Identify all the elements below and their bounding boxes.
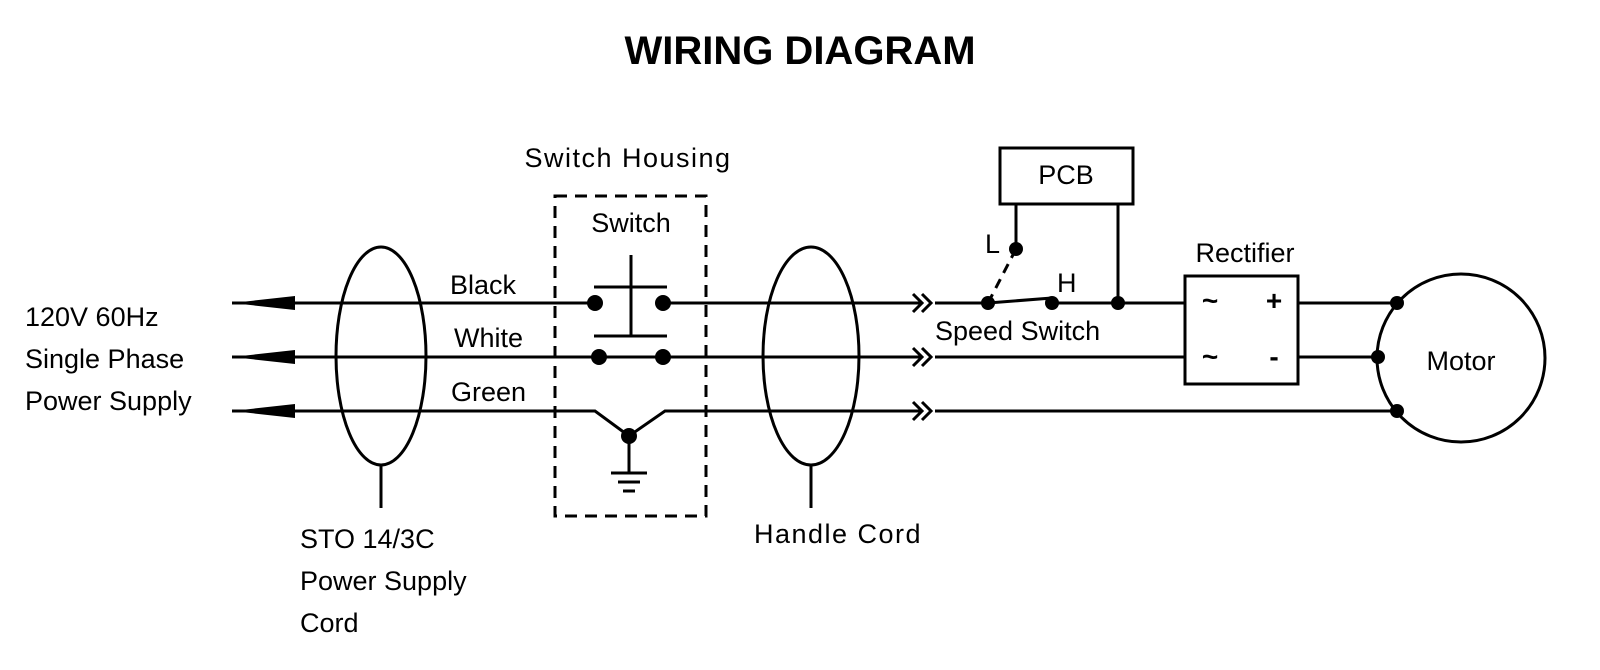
speed-switch: L H Speed Switch	[935, 229, 1125, 346]
white-wire-label: White	[454, 323, 523, 353]
power-supply-label: 120V 60Hz Single Phase Power Supply	[25, 302, 192, 416]
connector-icons	[911, 292, 934, 422]
power-supply-line-2: Single Phase	[25, 344, 184, 374]
supply-cord-line-2: Power Supply	[300, 566, 467, 596]
handle-cord-symbol	[761, 245, 861, 508]
ground-icon	[611, 428, 647, 493]
supply-cord-symbol	[334, 245, 428, 508]
switch-housing-label: Switch Housing	[524, 143, 731, 173]
green-wire-label: Green	[451, 377, 526, 407]
motor-label: Motor	[1426, 346, 1495, 376]
pcb-box	[998, 146, 1135, 206]
rectifier-ac-terminal-1: ~	[1202, 285, 1218, 316]
switch-housing-box	[553, 194, 708, 518]
power-supply-line-1: 120V 60Hz	[25, 302, 159, 332]
handle-cord-label: Handle Cord	[754, 519, 922, 549]
speed-high-label: H	[1057, 268, 1077, 298]
pcb-block: PCB	[998, 146, 1135, 303]
switch-housing: Switch Housing Switch	[524, 143, 731, 518]
switch-label: Switch	[591, 208, 671, 238]
speed-low-label: L	[985, 229, 1000, 259]
speed-switch-label: Speed Switch	[935, 316, 1100, 346]
motor: Motor	[1371, 272, 1547, 444]
rectifier-plus-terminal: +	[1266, 285, 1282, 316]
supply-cord-label: STO 14/3C Power Supply Cord	[300, 524, 467, 638]
green-wire	[232, 409, 1397, 438]
pcb-label: PCB	[1038, 160, 1094, 190]
rectifier-ac-terminal-2: ~	[1202, 341, 1218, 372]
rectifier-label: Rectifier	[1195, 238, 1294, 268]
switch-symbol	[587, 255, 671, 365]
rectifier: Rectifier ~ + ~ -	[1183, 238, 1397, 386]
supply-cord-line-1: STO 14/3C	[300, 524, 435, 554]
supply-cord-line-3: Cord	[300, 608, 359, 638]
rectifier-minus-terminal: -	[1269, 341, 1278, 372]
black-wire-label: Black	[450, 270, 517, 300]
rectifier-box	[1183, 274, 1300, 386]
diagram-title: WIRING DIAGRAM	[624, 29, 975, 73]
power-supply-line-3: Power Supply	[25, 386, 192, 416]
